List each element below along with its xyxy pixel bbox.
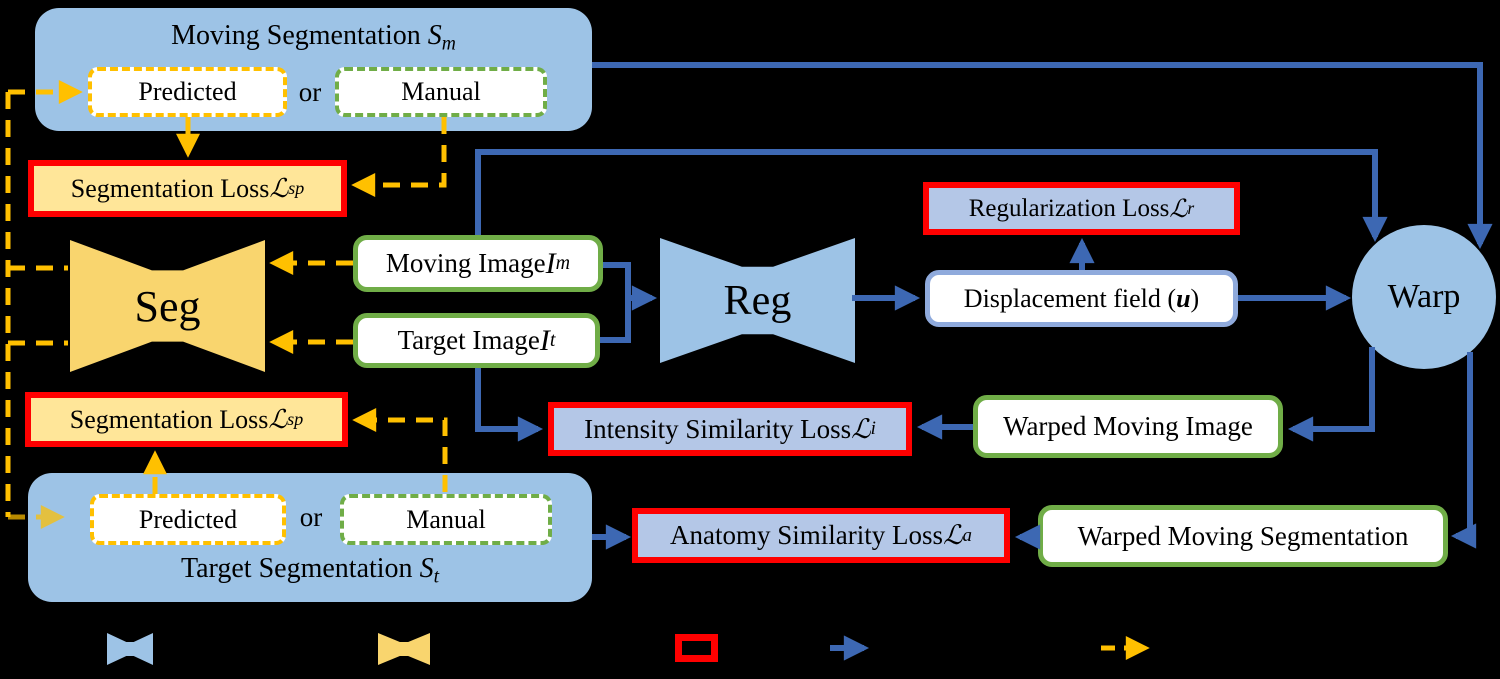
warp-node: Warp: [1352, 225, 1496, 369]
reg-network-bowtie-icon: [660, 238, 855, 363]
seg-network-text: Seg: [134, 281, 201, 331]
wire-images-merge: [600, 262, 631, 343]
target-segmentation-title: Target Segmentation St: [28, 553, 592, 588]
intensity-loss-label: Intensity Similarity Loss: [584, 413, 852, 444]
target-segmentation-symbol-sub: t: [433, 566, 440, 587]
segmentation-loss-top-symbol: ℒ: [269, 173, 289, 203]
segmentation-loss-top-sub: sp: [288, 178, 305, 198]
displacement-field-box: Displacement field (u): [925, 270, 1238, 327]
seg-network-bowtie-icon: [70, 240, 265, 372]
moving-segmentation-title-text: Moving Segmentation: [171, 20, 428, 51]
target-segmentation-symbol: S: [419, 552, 434, 584]
warped-moving-segmentation-label: Warped Moving Segmentation: [1077, 520, 1409, 551]
warped-moving-segmentation-box: Warped Moving Segmentation: [1038, 505, 1448, 567]
arrow-warp-to-warped-moving-segmentation: [1450, 352, 1477, 549]
warped-moving-image-box: Warped Moving Image: [973, 395, 1283, 458]
moving-predicted-box: Predicted: [88, 67, 287, 117]
segmentation-loss-bottom-label: Segmentation Loss: [69, 404, 269, 434]
displacement-vector-symbol: u: [1176, 283, 1191, 313]
moving-segmentation-symbol: S: [427, 20, 442, 51]
target-segmentation-title-text: Target Segmentation: [180, 552, 420, 584]
target-manual-box: Manual: [340, 494, 552, 545]
reg-network-label: Reg: [660, 238, 855, 363]
target-image-sub: t: [549, 329, 556, 351]
moving-image-label: Moving Image: [385, 248, 546, 278]
target-or-label: or: [290, 497, 332, 537]
segmentation-loss-top-label: Segmentation Loss: [70, 173, 270, 203]
moving-segmentation-title: Moving Segmentation Sm: [35, 20, 592, 55]
warp-label: Warp: [1387, 278, 1461, 315]
arrow-target-image-to-intensity-loss: [475, 368, 544, 442]
anatomy-loss-label: Anatomy Similarity Loss: [670, 520, 944, 550]
reg-network-text: Reg: [723, 277, 792, 324]
anatomy-loss-sub: a: [962, 524, 972, 546]
moving-predicted-label: Predicted: [138, 77, 237, 106]
arrow-warp-to-warped-moving-image: [1287, 347, 1375, 442]
moving-segmentation-symbol-sub: m: [441, 33, 456, 55]
target-predicted-label: Predicted: [138, 504, 238, 534]
displacement-field-label: Displacement field (: [963, 283, 1177, 313]
target-predicted-box: Predicted: [90, 494, 286, 545]
regularization-loss-symbol: ℒ: [1169, 195, 1188, 223]
warped-moving-image-label: Warped Moving Image: [1003, 411, 1253, 441]
moving-image-sub: m: [555, 252, 571, 274]
target-or-text: or: [299, 501, 323, 532]
legend-yellow-bowtie-icon: [378, 633, 430, 665]
regularization-loss-label: Regularization Loss: [968, 194, 1170, 222]
intensity-loss-symbol: ℒ: [851, 413, 871, 444]
legend-red-outline-box-icon: [675, 634, 718, 662]
moving-or-text: or: [298, 76, 322, 107]
moving-manual-label: Manual: [401, 77, 481, 106]
regularization-loss-sub: r: [1187, 198, 1195, 218]
segmentation-loss-bottom-sub: sp: [287, 409, 304, 429]
intensity-loss-sub: i: [870, 418, 876, 439]
target-image-label: Target Image: [397, 325, 540, 355]
displacement-field-suffix: ): [1190, 283, 1200, 313]
legend-blue-bowtie-icon: [107, 633, 153, 665]
moving-image-symbol: I: [545, 246, 556, 280]
segmentation-loss-bottom-symbol: ℒ: [268, 404, 288, 434]
moving-or-label: or: [288, 72, 332, 112]
target-manual-label: Manual: [406, 504, 486, 534]
target-image-symbol: I: [539, 323, 550, 357]
moving-manual-box: Manual: [335, 67, 547, 117]
seg-network-label: Seg: [70, 240, 265, 372]
anatomy-loss-symbol: ℒ: [943, 520, 963, 550]
